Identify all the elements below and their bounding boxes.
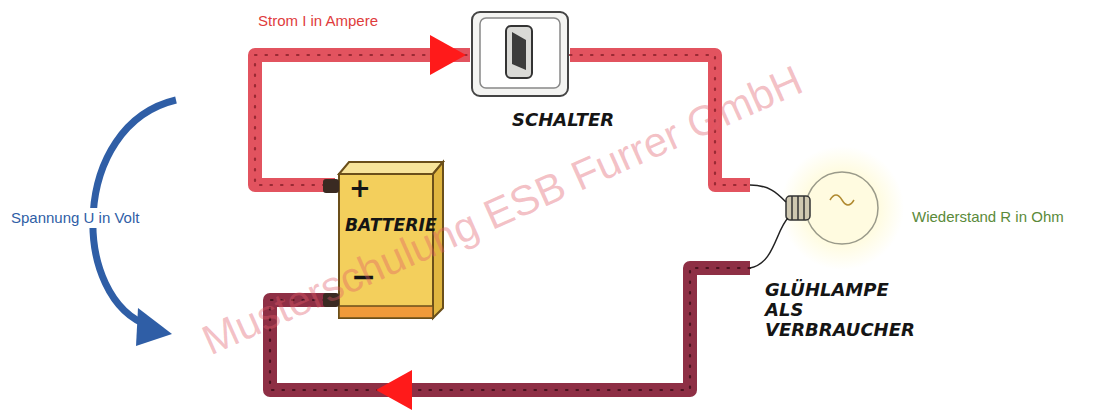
node-text: GLÜHLAMPE ALS VERBRAUCHER xyxy=(765,280,920,339)
switch-shape xyxy=(470,10,570,98)
switch: SCHALTER xyxy=(470,10,570,98)
wire-path xyxy=(255,55,470,185)
node-text: + xyxy=(349,174,371,203)
node-text: SCHALTER xyxy=(512,110,614,130)
voltage-label: Spannung U in Volt xyxy=(8,208,142,228)
wire-texture xyxy=(255,55,470,185)
bulb-shape xyxy=(750,160,890,275)
current-arrowhead xyxy=(430,35,466,75)
resistance-label: Wiederstand R in Ohm xyxy=(912,208,1064,226)
current-arrowhead xyxy=(376,370,412,410)
wire xyxy=(255,35,470,185)
current-label: Strom I in Ampere xyxy=(258,12,378,30)
watermark: Musterschulung ESB Furrer GmbH xyxy=(195,55,810,366)
bulb: GLÜHLAMPE ALS VERBRAUCHER xyxy=(750,160,890,275)
voltage-arrowhead xyxy=(136,308,172,346)
